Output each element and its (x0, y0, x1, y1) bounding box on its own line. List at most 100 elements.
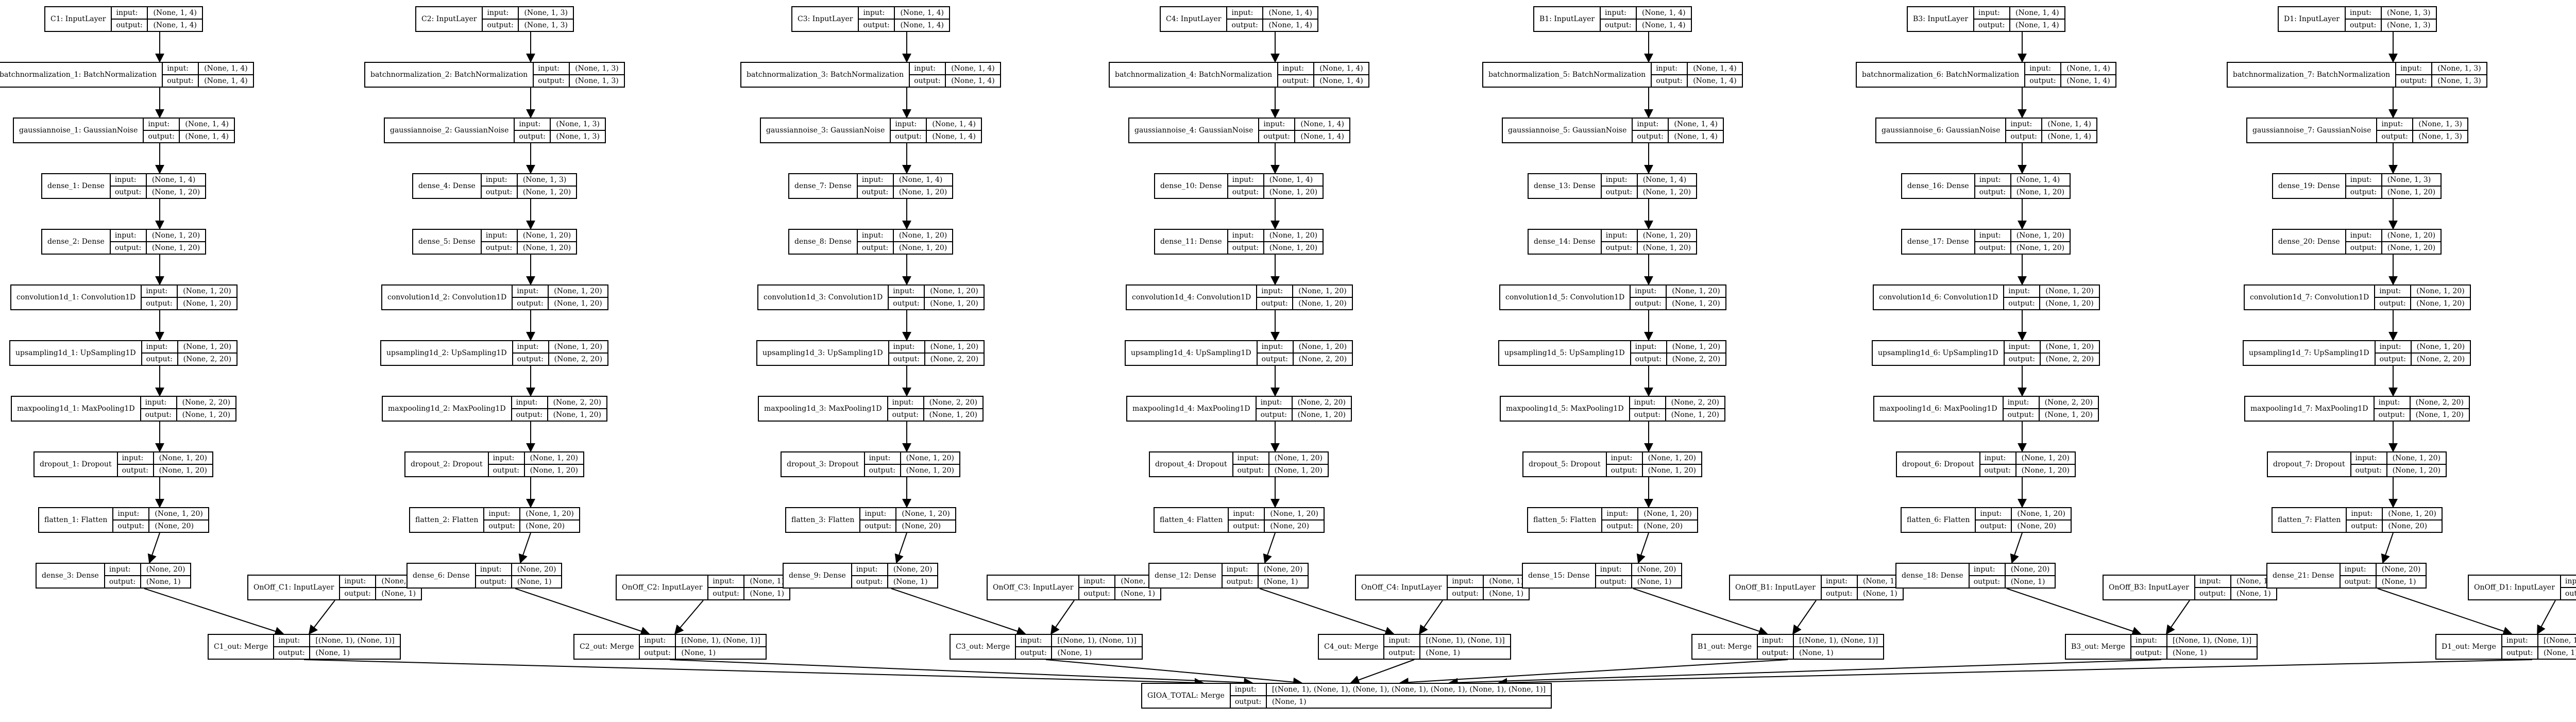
layer-node[interactable]: batchnormalization_1: BatchNormalization… (0, 62, 254, 88)
layer-edge (894, 532, 907, 564)
output-shape: (None, 1, 20) (553, 411, 602, 419)
layer-node[interactable]: batchnormalization_4: BatchNormalization… (1109, 62, 1369, 88)
layer-name: flatten_1: Flatten (39, 508, 114, 532)
input-key: input: (1231, 684, 1267, 695)
layer-node[interactable]: batchnormalization_6: BatchNormalization… (1856, 62, 2116, 88)
output-shape: (None, 1, 20) (159, 466, 208, 475)
layer-name: OnOff_B3: InputLayer (2104, 576, 2195, 599)
layer-node[interactable]: batchnormalization_7: BatchNormalization… (2227, 62, 2487, 88)
layer-node[interactable]: batchnormalization_5: BatchNormalization… (1482, 62, 1743, 88)
layer-node[interactable]: batchnormalization_3: BatchNormalization… (740, 62, 1001, 88)
layer-node[interactable]: batchnormalization_2: BatchNormalization… (364, 62, 625, 88)
output-key: output: (1822, 588, 1858, 599)
output-key: output: (1970, 576, 2006, 587)
